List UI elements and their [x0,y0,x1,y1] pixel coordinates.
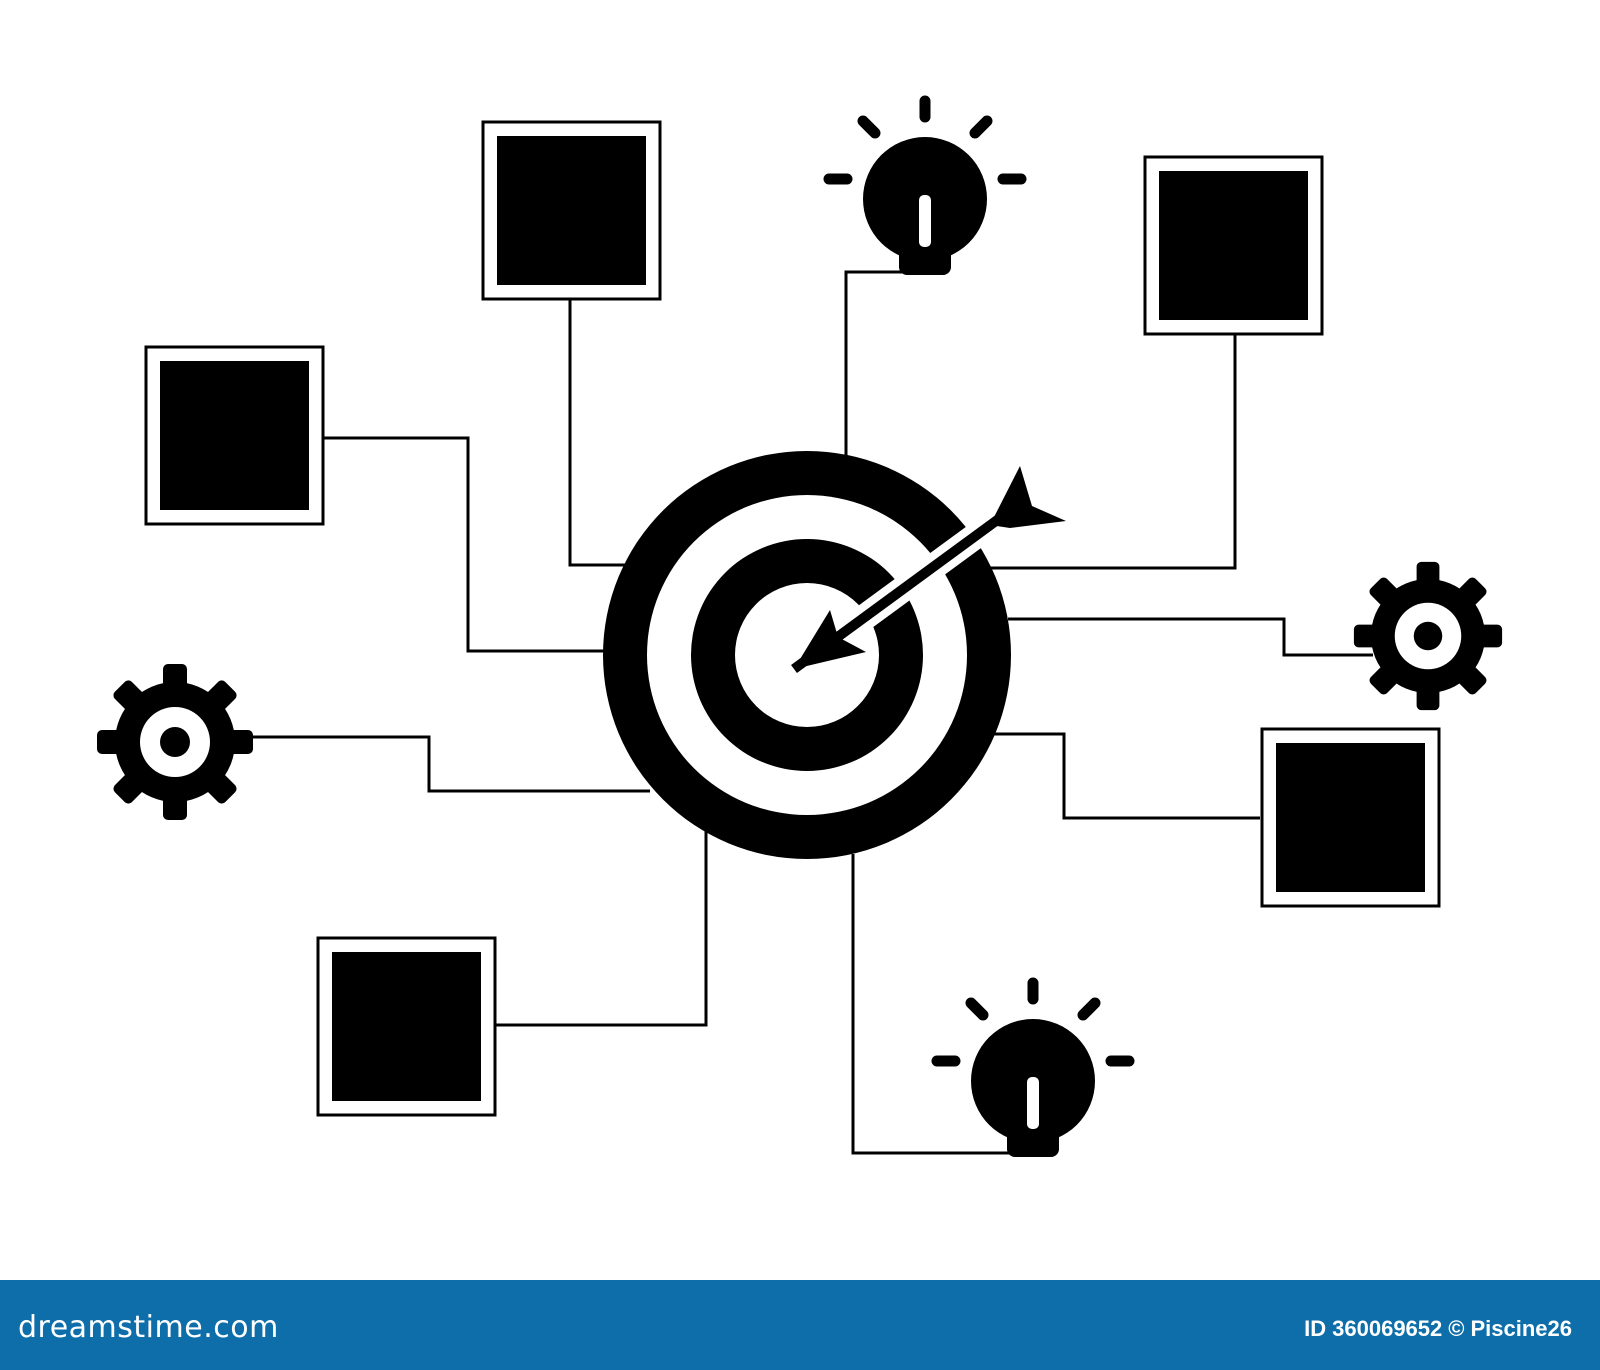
copyright-icon: © [1448,1316,1465,1341]
lightbulb-icon [937,983,1129,1157]
gear-icon [97,664,254,820]
box-top-left [481,120,662,301]
connector-box-bottom-left [496,830,708,1027]
box-right [1260,727,1441,908]
arrow-icon [781,466,1066,682]
dreamstime-logo: dreamstime.com [18,1310,279,1345]
lightbulb-icon [829,101,1021,275]
box-top-right [1143,155,1324,336]
connector-box-right [990,732,1260,820]
connector-box-top-left [568,298,630,567]
id-label: ID [1304,1316,1327,1341]
connector-box-left [322,436,604,653]
connector-gear-right [1008,617,1373,657]
mind-map-diagram [97,0,1503,1280]
connector-gear-left [248,735,650,793]
gear-icon [1353,561,1503,711]
author-name: Piscine26 [1470,1316,1572,1341]
box-left [144,345,325,526]
box-bottom-left [316,936,497,1117]
connector-bulb-top [844,270,905,455]
connector-bulb-bottom [851,854,1010,1155]
connector-box-top-right [990,333,1237,570]
image-id: 360069652 [1332,1316,1443,1341]
